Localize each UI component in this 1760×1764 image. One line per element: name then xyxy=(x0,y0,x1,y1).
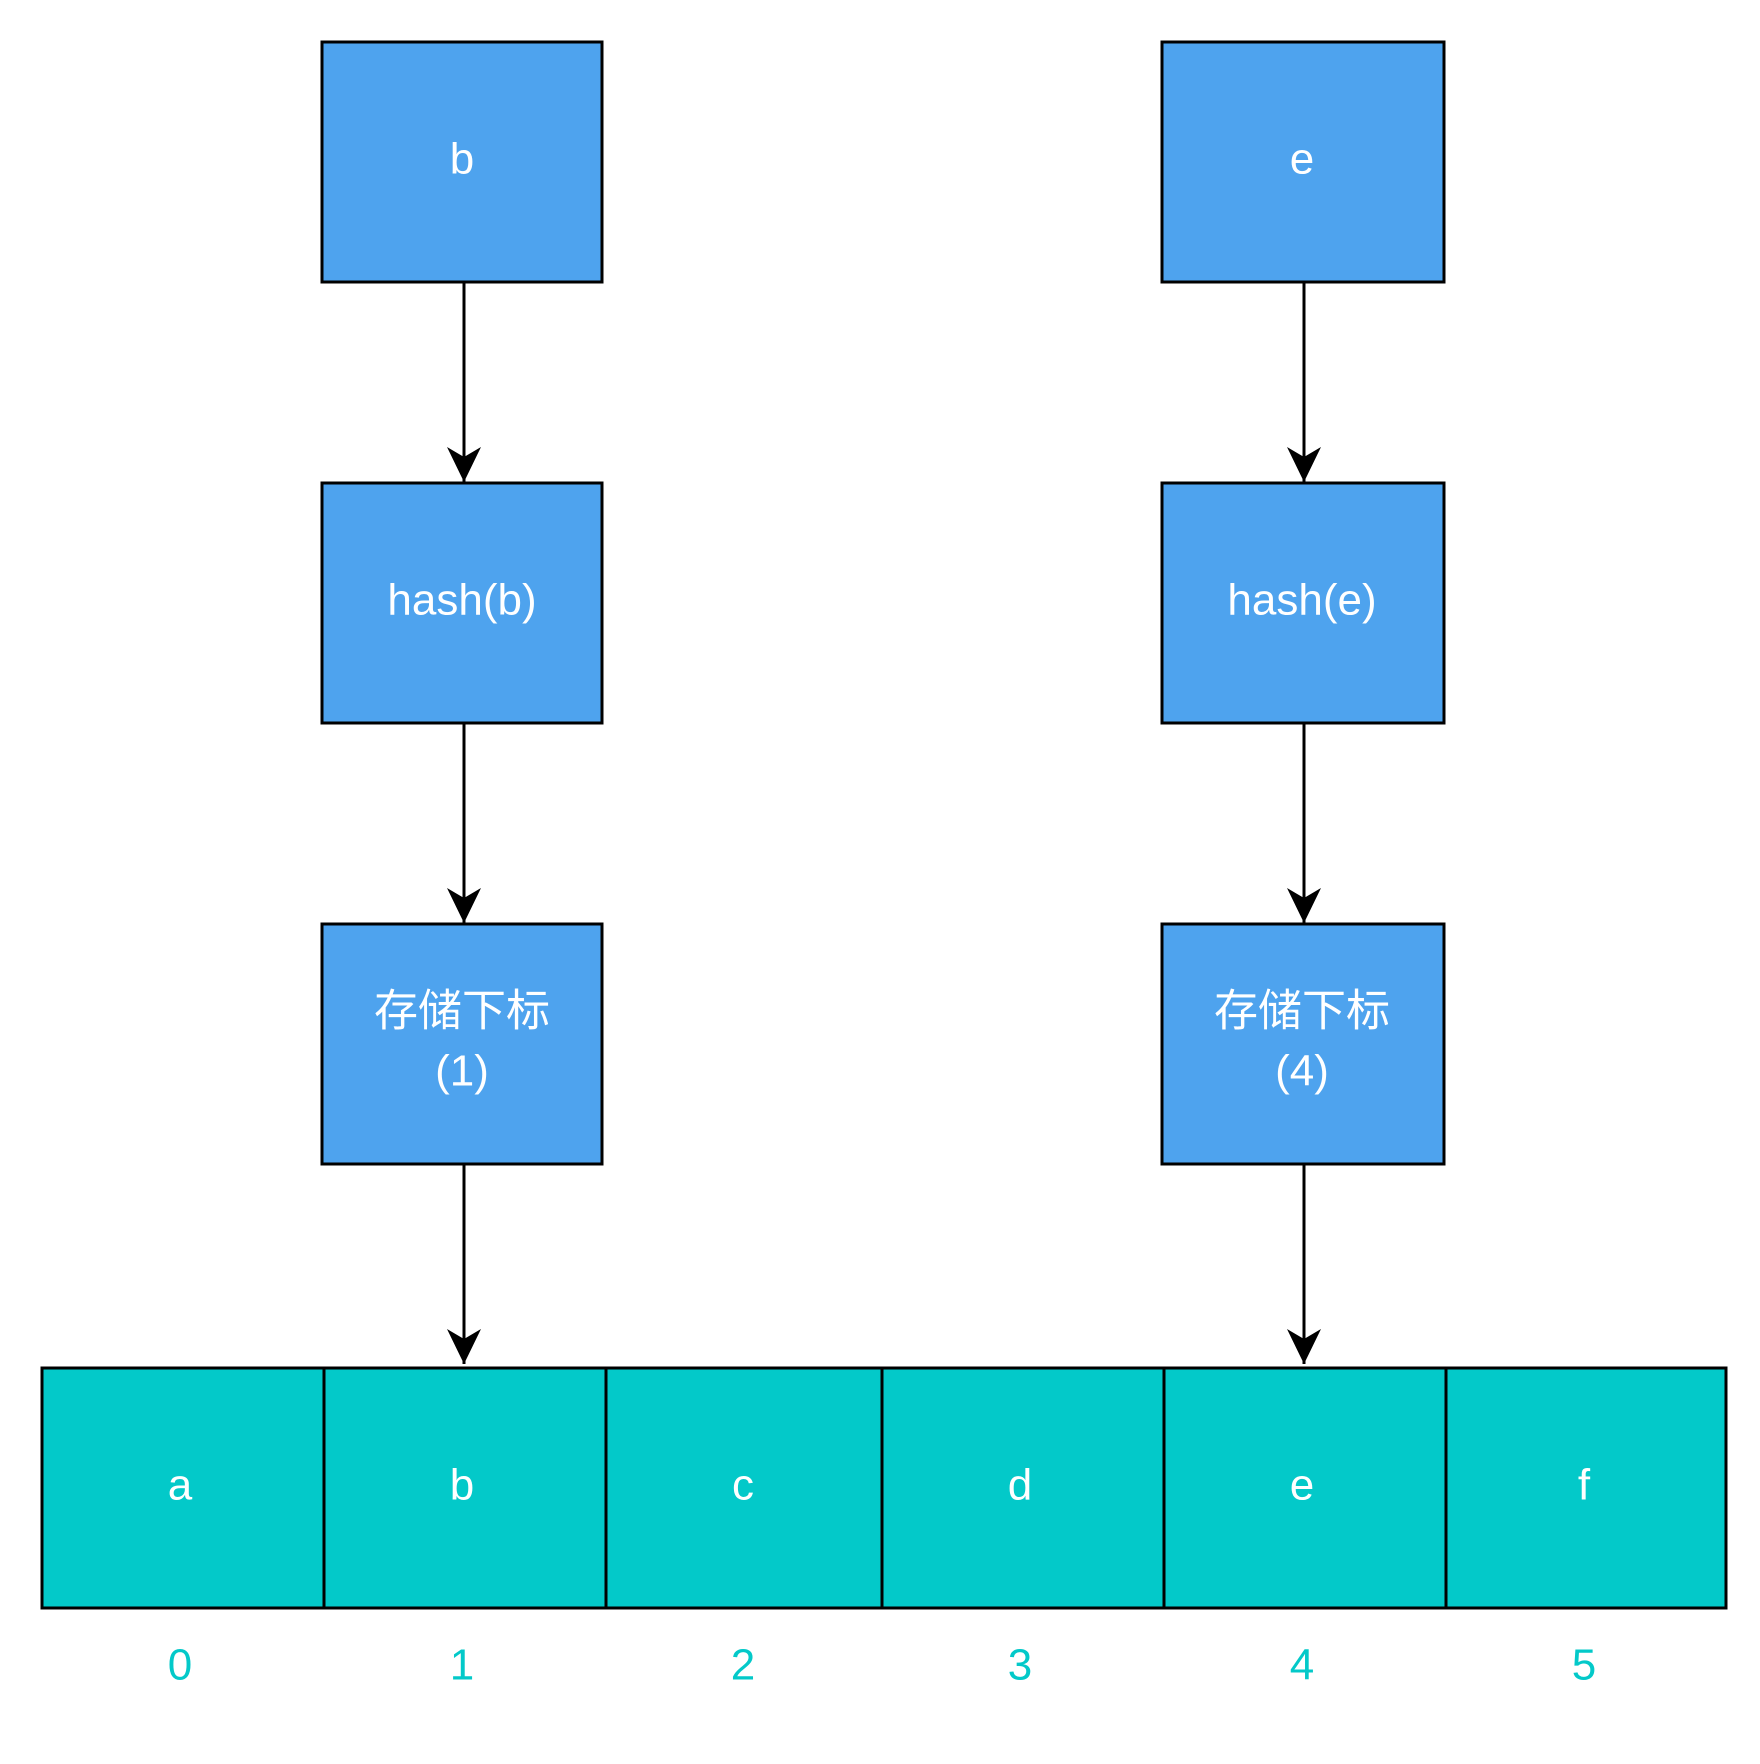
array-cell-1-label: b xyxy=(450,1461,474,1510)
array: a b c d e f xyxy=(40,1366,1728,1610)
array-index-5: 5 xyxy=(1572,1641,1596,1690)
hash-box-e-label: hash(e) xyxy=(1227,576,1376,625)
flow-left: b hash(b) 存储下标 (1) xyxy=(320,40,604,1364)
hash-box-e xyxy=(1160,481,1446,725)
index-box-b xyxy=(320,922,604,1166)
index-box-e-label-line2: (4) xyxy=(1275,1047,1329,1096)
flow-right: e hash(e) 存储下标 (4) xyxy=(1160,40,1446,1364)
key-box-b xyxy=(320,40,604,284)
arrow-b-to-hash-head xyxy=(447,447,481,482)
index-box-e xyxy=(1160,922,1446,1166)
array-index-3: 3 xyxy=(1008,1641,1032,1690)
array-cell-3 xyxy=(880,1366,1166,1610)
array-cell-4 xyxy=(1162,1366,1448,1610)
arrow-e-to-hash-head xyxy=(1287,447,1321,482)
array-cell-1 xyxy=(322,1366,608,1610)
array-index-2: 2 xyxy=(731,1641,755,1690)
array-cell-0 xyxy=(40,1366,326,1610)
arrow-index-to-cell-b-head xyxy=(447,1329,481,1364)
array-cell-4-label: e xyxy=(1290,1461,1314,1510)
arrow-hash-to-index-b-head xyxy=(447,888,481,923)
array-index-0: 0 xyxy=(168,1641,192,1690)
index-box-e-label-line1: 存储下标 xyxy=(1214,987,1390,1036)
array-cell-2 xyxy=(604,1366,884,1610)
hash-box-b xyxy=(320,481,604,725)
index-box-b-label-line1: 存储下标 xyxy=(374,987,550,1036)
array-cell-2-label: c xyxy=(732,1461,754,1510)
array-index-4: 4 xyxy=(1290,1641,1314,1690)
array-indices: 0 1 2 3 4 5 xyxy=(168,1641,1596,1690)
array-cell-5 xyxy=(1444,1366,1728,1610)
key-box-b-label: b xyxy=(450,135,474,184)
key-box-e xyxy=(1160,40,1446,284)
index-box-b-label-line2: (1) xyxy=(435,1047,489,1096)
array-cell-3-label: d xyxy=(1008,1461,1032,1510)
array-cell-0-label: a xyxy=(168,1461,193,1510)
arrow-hash-to-index-e-head xyxy=(1287,888,1321,923)
array-cell-5-label: f xyxy=(1578,1461,1591,1510)
array-index-1: 1 xyxy=(450,1641,474,1690)
key-box-e-label: e xyxy=(1290,135,1314,184)
arrow-index-to-cell-e-head xyxy=(1287,1329,1321,1364)
hash-box-b-label: hash(b) xyxy=(387,576,536,625)
